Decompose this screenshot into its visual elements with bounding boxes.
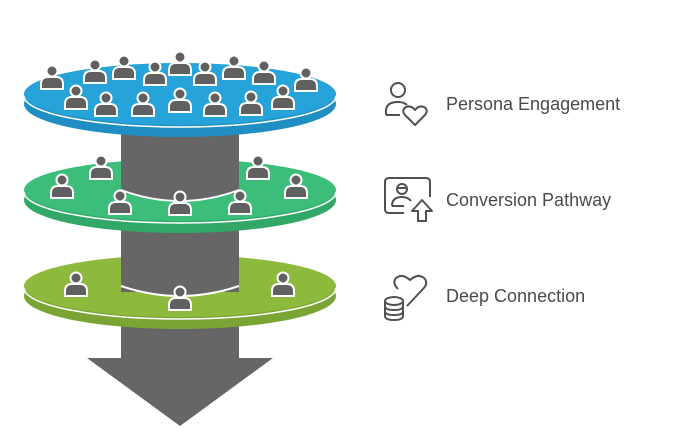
- person-icon: [168, 285, 192, 311]
- heart-database-icon: [384, 274, 428, 322]
- tier-3-people: [64, 271, 295, 311]
- person-icon: [89, 154, 113, 180]
- person-icon: [222, 54, 246, 80]
- disc-rim: [23, 191, 337, 224]
- disc-rim: [23, 95, 337, 128]
- person-icon: [40, 64, 64, 90]
- tier-deep-connection: [23, 232, 337, 329]
- person-icon: [94, 91, 118, 117]
- person-icon: [193, 60, 217, 86]
- person-icon: [271, 84, 295, 110]
- profile-upload-icon: [384, 177, 433, 222]
- person-icon: [168, 87, 192, 113]
- disc-rim: [23, 287, 337, 320]
- person-icon: [64, 84, 88, 110]
- person-icon: [131, 91, 155, 117]
- tier-1-people: [40, 50, 318, 117]
- legend-label: Conversion Pathway: [446, 189, 612, 210]
- person-icon: [143, 60, 167, 86]
- legend-item-persona-engagement: Persona Engagement: [380, 77, 620, 131]
- tier-2-people: [50, 154, 308, 216]
- person-icon: [83, 58, 107, 84]
- person-icon: [228, 189, 252, 215]
- person-heart-icon: [385, 82, 428, 126]
- person-icon: [64, 271, 88, 297]
- cylinder-lower: [121, 232, 239, 292]
- person-icon: [252, 59, 276, 85]
- cylinder-middle: [121, 134, 239, 194]
- tier-conversion-pathway: [23, 134, 337, 233]
- person-icon: [271, 271, 295, 297]
- person-icon: [284, 173, 308, 199]
- person-icon: [239, 90, 263, 116]
- legend-label: Persona Engagement: [446, 93, 621, 114]
- arrow-head: [87, 358, 273, 426]
- person-icon: [203, 91, 227, 117]
- legend-item-conversion-pathway: Conversion Pathway: [380, 173, 611, 227]
- person-icon: [246, 154, 270, 180]
- person-icon: [108, 189, 132, 215]
- person-icon: [112, 54, 136, 80]
- person-icon: [294, 66, 318, 92]
- person-icon: [168, 190, 192, 216]
- legend-label: Deep Connection: [446, 285, 586, 306]
- tier-persona-engagement: [23, 50, 337, 137]
- person-icon: [168, 50, 192, 76]
- person-icon: [50, 173, 74, 199]
- legend-item-deep-connection: Deep Connection: [380, 269, 585, 323]
